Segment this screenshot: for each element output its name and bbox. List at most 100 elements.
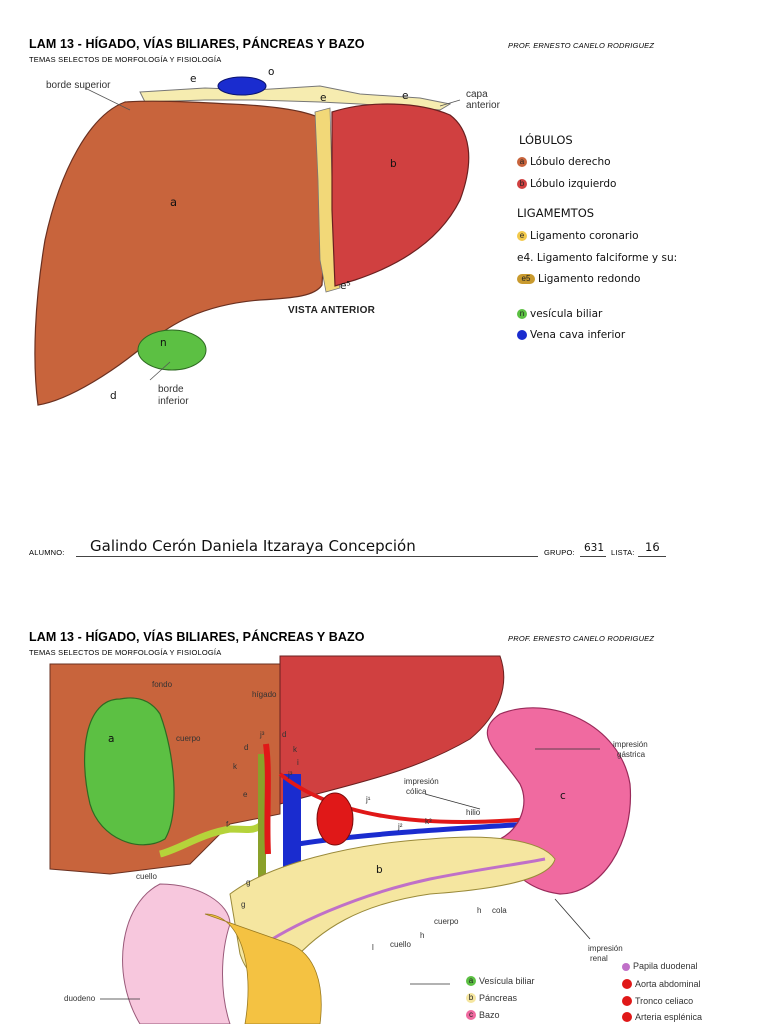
label-n: n bbox=[160, 337, 167, 349]
legend2-label: Páncreas bbox=[479, 992, 518, 1003]
page2-professor: PROF. ERNESTO CANELO RODRIGUEZ bbox=[508, 634, 655, 643]
liver-anterior-illustration bbox=[34, 76, 470, 406]
label-hilio: hilio bbox=[466, 808, 481, 817]
legend2-item-papila: Papila duodenal bbox=[622, 962, 698, 971]
cystic-duct-shape bbox=[159, 821, 265, 858]
page2-subtitle: TEMAS SELECTOS DE MORFOLOGÍA Y FISIOLOGÍ… bbox=[29, 648, 222, 657]
lista-line bbox=[638, 556, 666, 557]
grupo-label: GRUPO: bbox=[544, 548, 575, 557]
liver-left-shape bbox=[279, 655, 505, 805]
legend2-item-vesicula: a Vesícula biliar bbox=[466, 976, 535, 986]
alumno-label: ALUMNO: bbox=[29, 548, 65, 557]
page1-professor: PROF. ERNESTO CANELO RODRIGUEZ bbox=[508, 41, 655, 50]
lista-label: LISTA: bbox=[611, 548, 635, 557]
label-impresion-colica-1: impresión bbox=[404, 777, 439, 786]
label-a: a bbox=[170, 195, 178, 209]
label-j2: j² bbox=[398, 822, 403, 831]
label-cola: cola bbox=[492, 906, 507, 915]
duodenum-shape bbox=[122, 883, 231, 1024]
label-k1: k bbox=[233, 762, 237, 771]
legend2-swatch-tronco bbox=[622, 996, 632, 1006]
label-d1: d bbox=[244, 743, 249, 752]
legend2-label: Arteria esplénica bbox=[635, 1011, 703, 1022]
label-capa: capa bbox=[466, 89, 488, 100]
legend-label: Lóbulo derecho bbox=[530, 156, 611, 168]
legend-swatch-a: a bbox=[517, 157, 527, 167]
alumno-line bbox=[76, 556, 538, 557]
legend-swatch-e5: e5 bbox=[517, 274, 535, 284]
label-fondo: fondo bbox=[152, 680, 173, 689]
label-d: d bbox=[110, 390, 117, 402]
label-c2: c bbox=[560, 790, 566, 802]
label-f: f bbox=[226, 820, 229, 829]
legend2-swatch-papila bbox=[622, 962, 630, 971]
label-g1: g bbox=[246, 878, 251, 887]
vena-cava-shape bbox=[217, 76, 267, 96]
label-anterior: anterior bbox=[466, 100, 500, 111]
label-e1: e bbox=[190, 73, 197, 85]
legend2-item-esplenica: Arteria esplénica bbox=[622, 1012, 702, 1022]
label-vista-anterior: VISTA ANTERIOR bbox=[288, 305, 376, 316]
student-name: Galindo Cerón Daniela Itzaraya Concepció… bbox=[90, 537, 416, 555]
splenic-artery-shape bbox=[278, 772, 531, 824]
gallbladder-shape bbox=[137, 329, 207, 371]
label-g2: g bbox=[241, 900, 246, 909]
legend-label: Lóbulo izquierdo bbox=[530, 178, 617, 190]
legend-item-vesicula: n vesícula biliar bbox=[517, 308, 602, 320]
label-impresion-colica-2: cólica bbox=[406, 787, 427, 796]
legend-item-vena-cava: Vena cava inferior bbox=[517, 329, 625, 341]
label-i: i bbox=[297, 758, 299, 767]
legend-swatch-vena-cava bbox=[517, 330, 527, 340]
legend2-item-tronco: Tronco celiaco bbox=[622, 996, 693, 1006]
lista-value: 16 bbox=[645, 540, 660, 554]
legend-swatch-b: b bbox=[517, 179, 527, 189]
legend-label: vesícula biliar bbox=[530, 308, 603, 320]
label-e3: e bbox=[402, 90, 409, 102]
legend2-item-pancreas: b Páncreas bbox=[466, 993, 517, 1003]
legend2-label: Papila duodenal bbox=[633, 961, 698, 971]
legend-swatch-e: e bbox=[517, 231, 527, 241]
legend-swatch-n: n bbox=[517, 309, 527, 319]
legend2-swatch-c: c bbox=[466, 1010, 476, 1020]
grupo-line bbox=[580, 556, 606, 557]
left-lobe-shape bbox=[331, 103, 470, 287]
label-impresion-gastrica-1: impresión bbox=[613, 740, 648, 749]
legend-item-coronario: e Ligamento coronario bbox=[517, 230, 639, 242]
page2-title: LAM 13 - HÍGADO, VÍAS BILIARES, PÁNCREAS… bbox=[29, 630, 365, 644]
legend2-label: Tronco celiaco bbox=[635, 995, 694, 1006]
label-a2: a bbox=[108, 733, 115, 745]
label-k2: k bbox=[293, 745, 297, 754]
legend2-item-bazo: c Bazo bbox=[466, 1010, 500, 1020]
label-borde: borde bbox=[158, 384, 184, 395]
splenic-vein-shape bbox=[297, 821, 531, 847]
page1-subtitle: TEMAS SELECTOS DE MORFOLOGÍA Y FISIOLOGÍ… bbox=[29, 55, 222, 64]
grupo-value: 631 bbox=[584, 542, 605, 554]
page1-title: LAM 13 - HÍGADO, VÍAS BILIARES, PÁNCREAS… bbox=[29, 37, 365, 51]
legend-label: Vena cava inferior bbox=[530, 329, 626, 341]
falciform-ligament-band bbox=[314, 107, 341, 293]
label-e5: e⁵ bbox=[340, 280, 351, 292]
label-duodeno: duodeno bbox=[64, 994, 96, 1003]
label-k3: k³ bbox=[425, 817, 432, 826]
label-higado: hígado bbox=[252, 690, 277, 699]
legend-item-lobulo-derecho: a Lóbulo derecho bbox=[517, 156, 611, 168]
label-d2: d bbox=[282, 730, 287, 739]
label-cuello-vesicula: cuello bbox=[136, 872, 157, 881]
legend2-label: Aorta abdominal bbox=[635, 978, 701, 989]
legend2-swatch-aorta bbox=[622, 979, 632, 989]
label-j1: j¹ bbox=[366, 795, 371, 804]
label-impresion-renal-2: renal bbox=[590, 954, 608, 963]
legend2-label: Vesícula biliar bbox=[479, 975, 535, 986]
label-l: l bbox=[372, 943, 374, 952]
label-impresion-gastrica-2: gástrica bbox=[617, 750, 646, 759]
legend-key-e4: e4 bbox=[517, 252, 531, 264]
label-e-2: e bbox=[243, 790, 248, 799]
label-inferior: inferior bbox=[158, 396, 189, 407]
label-j3b: j³ bbox=[288, 770, 293, 779]
legend2-swatch-a: a bbox=[466, 976, 476, 986]
label-impresion-renal-1: impresión bbox=[588, 944, 623, 953]
label-cuello-pancreas: cuello bbox=[390, 940, 411, 949]
label-cuerpo-vesicula: cuerpo bbox=[176, 734, 201, 743]
gallbladder-shape bbox=[84, 697, 175, 846]
legend-ligamentos-heading: LIGAMEMTOS bbox=[517, 206, 595, 220]
